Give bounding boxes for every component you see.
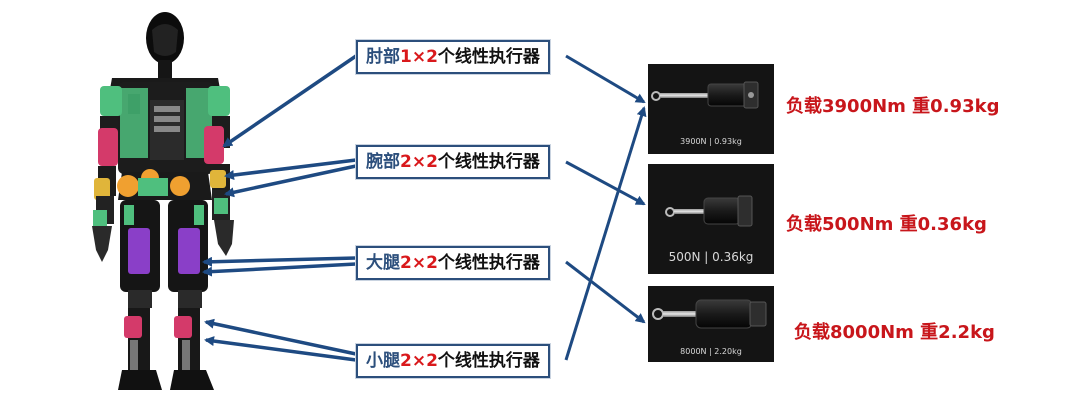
label-thigh: 大腿2×2个线性执行器 xyxy=(356,246,550,280)
spec-actuator-3: 负载8000Nm 重2.2kg xyxy=(794,322,995,343)
actuator-card-1: 3900N | 0.93kg xyxy=(648,64,774,154)
actuator-caption: 500N | 0.36kg xyxy=(668,250,754,264)
robot-illustration xyxy=(92,12,234,390)
actuator-1-illustration xyxy=(648,64,774,154)
label-count: 1×2 xyxy=(400,47,438,67)
label-desc: 个线性执行器 xyxy=(437,351,540,371)
label-shin: 小腿2×2个线性执行器 xyxy=(356,344,550,378)
arrow-elbow-to-card xyxy=(565,54,646,104)
label-part: 肘部 xyxy=(366,47,400,67)
label-part: 大腿 xyxy=(366,253,400,273)
arrow-elbow xyxy=(222,54,357,148)
actuator-caption: 8000N | 2.20kg xyxy=(680,347,742,356)
arrow-thigh-a xyxy=(202,256,357,267)
arrow-shin-b xyxy=(204,336,357,362)
arrow-wrist-a xyxy=(224,158,357,180)
spec-actuator-2: 负载500Nm 重0.36kg xyxy=(786,214,987,235)
robot-arrows xyxy=(202,54,357,362)
label-part: 腕部 xyxy=(366,152,400,172)
label-part: 小腿 xyxy=(366,351,400,371)
actuator-arrows xyxy=(564,54,647,361)
arrow-thigh-b xyxy=(202,262,357,277)
label-desc: 个线性执行器 xyxy=(437,47,540,67)
arrow-wrist-to-card xyxy=(565,160,646,206)
arrow-wrist-b xyxy=(224,164,357,198)
label-count: 2×2 xyxy=(400,152,438,172)
arrow-shin-a xyxy=(204,318,357,356)
actuator-card-3: 8000N | 2.20kg xyxy=(648,286,774,362)
label-elbow: 肘部1×2个线性执行器 xyxy=(356,40,550,74)
spec-actuator-1: 负载3900Nm 重0.93kg xyxy=(786,96,1000,117)
arrow-thigh-to-card xyxy=(565,260,646,324)
label-count: 2×2 xyxy=(400,351,438,371)
label-desc: 个线性执行器 xyxy=(437,152,540,172)
arrow-shin-to-card xyxy=(564,106,647,361)
label-count: 2×2 xyxy=(400,253,438,273)
actuator-card-2: 500N | 0.36kg xyxy=(648,164,774,274)
label-wrist: 腕部2×2个线性执行器 xyxy=(356,145,550,179)
actuator-3-illustration xyxy=(648,286,774,362)
label-desc: 个线性执行器 xyxy=(437,253,540,273)
actuator-2-illustration xyxy=(648,164,774,274)
actuator-caption: 3900N | 0.93kg xyxy=(680,137,742,146)
